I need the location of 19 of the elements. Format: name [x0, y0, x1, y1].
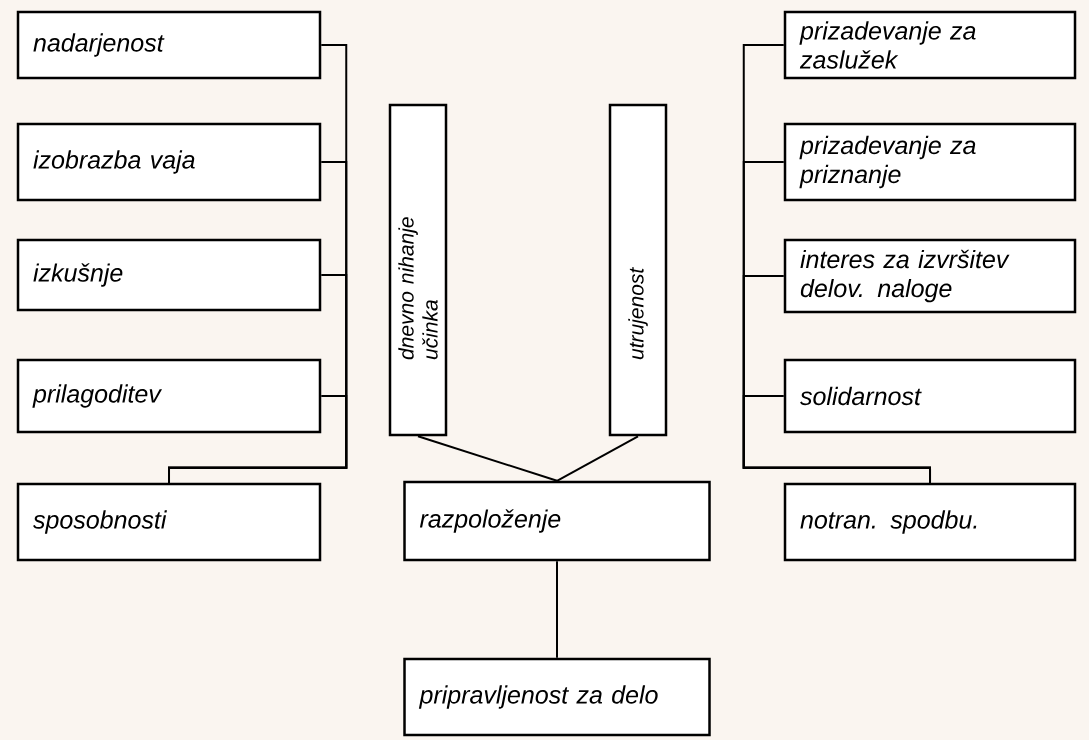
text-box: razpoloženje — [403, 480, 711, 562]
text-box: notran. spodbu. — [783, 482, 1077, 562]
text-box: interes za izvršitev delov. naloge — [783, 238, 1077, 314]
connector-line — [556, 435, 639, 482]
text-box: dnevno nihanje učinka — [388, 103, 448, 437]
text-box: prizadevanje za zaslužek — [783, 10, 1077, 80]
connector-line — [168, 395, 348, 484]
text-box: izobrazba vaja — [16, 122, 322, 202]
connector-line — [417, 435, 558, 482]
connector-line — [556, 560, 558, 659]
text-box: prilagoditev — [16, 358, 322, 434]
text-box: utrujenost — [608, 103, 668, 437]
text-box: nadarjenost — [16, 10, 322, 80]
connector-line — [742, 395, 931, 484]
text-box: sposobnosti — [16, 482, 322, 562]
text-box: prizadevanje za priznanje — [783, 122, 1077, 202]
text-box: solidarnost — [783, 358, 1077, 434]
text-box: pripravljenost za delo — [403, 657, 711, 737]
text-box: izkušnje — [16, 238, 322, 312]
